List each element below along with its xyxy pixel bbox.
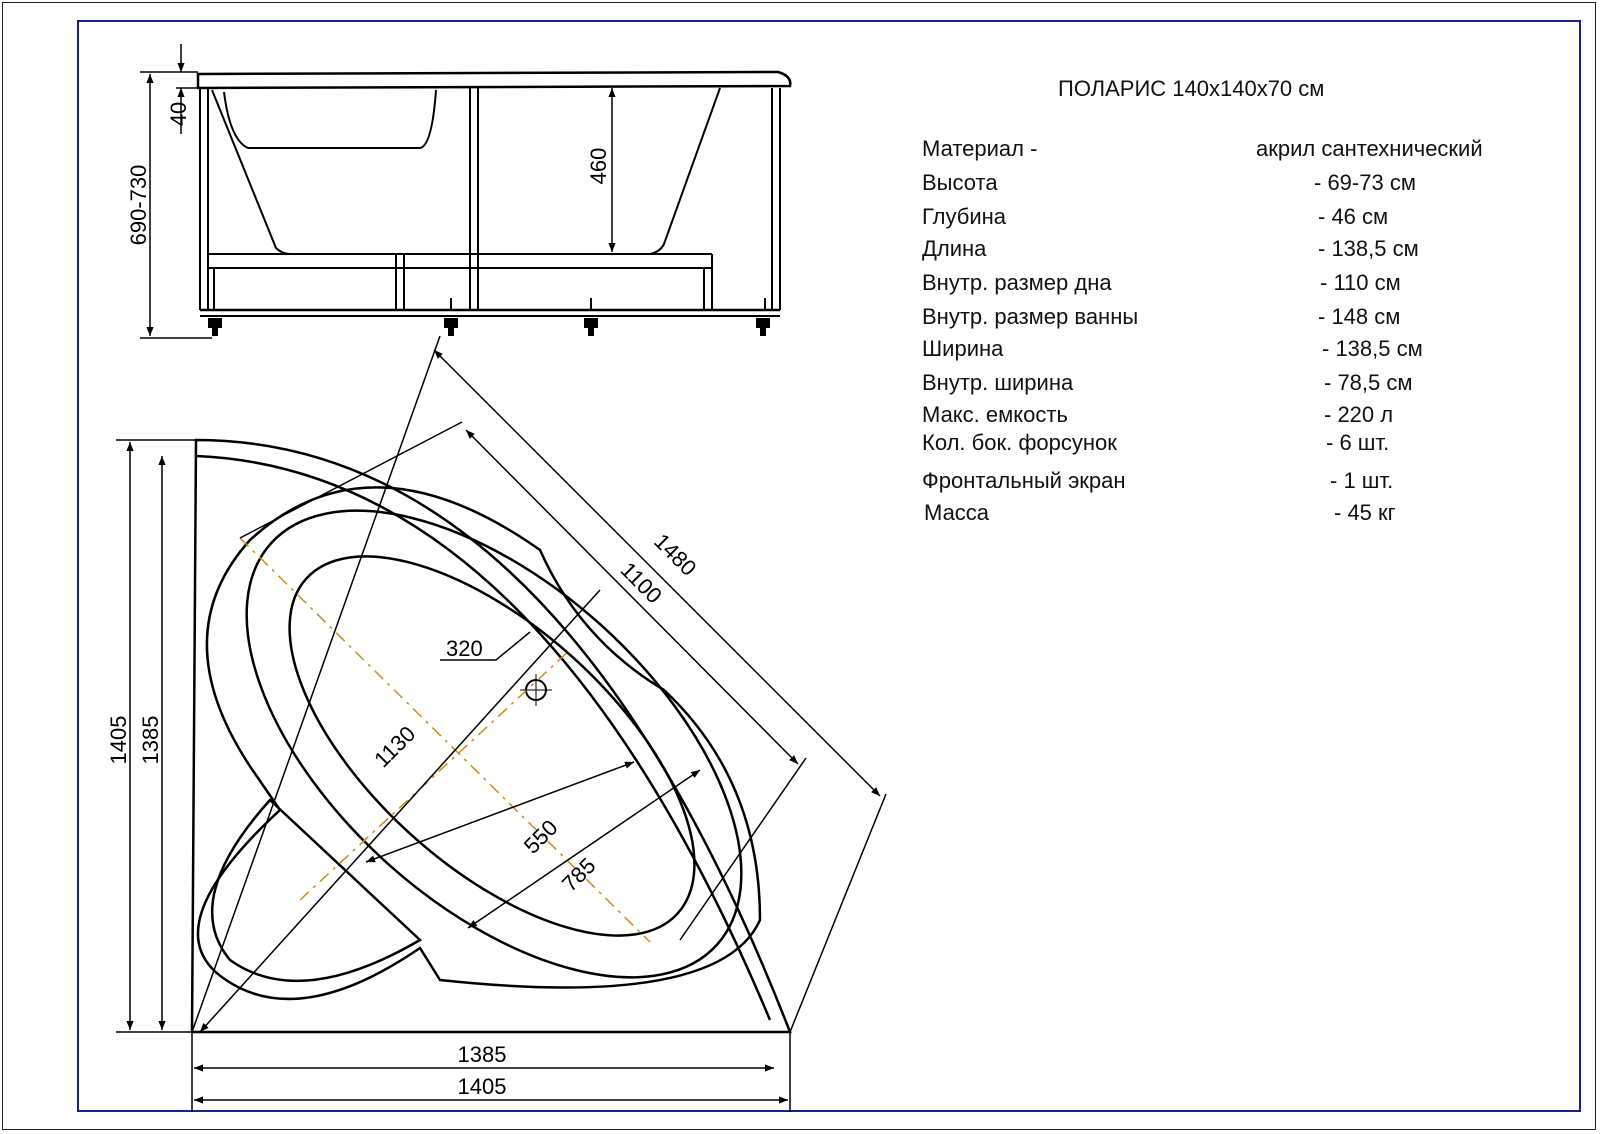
spec-value: - 45 кг [1334,500,1396,525]
spec-value: - 1 шт. [1330,468,1394,493]
dim-diagonal-inner: 1100 [616,557,667,608]
spec-label: Масса [924,500,990,525]
spec-value: - 69-73 см [1314,170,1416,195]
plan-outer-contour [190,438,792,1034]
side-view [196,70,792,317]
spec-label: Внутр. ширина [922,370,1074,395]
spec-value: - 220 л [1324,402,1394,427]
side-view-dimensions [140,44,616,339]
spec-value: - 138,5 см [1322,336,1423,361]
bath-feet [208,318,770,336]
spec-label: Высота [922,170,998,195]
spec-label: Ширина [922,336,1004,361]
spec-label: Внутр. размер ванны [922,304,1139,329]
spec-value: - 46 см [1318,204,1389,229]
product-title: ПОЛАРИС 140х140х70 см [1058,76,1325,101]
spec-value: - 110 см [1320,270,1401,295]
dim-side-outer-vertical: 1405 [106,716,131,765]
spec-label: Внутр. размер дна [922,270,1112,295]
dim-inner-depth: 460 [586,148,611,185]
plan-dimensions [116,335,887,1112]
spec-label: Материал - [922,136,1038,161]
dim-inner-width: 785 [557,853,601,897]
dim-bowl-width: 550 [519,815,563,859]
spec-label: Кол. бок. форсунок [922,430,1117,455]
dim-side-outer-horizontal: 1405 [458,1074,507,1099]
spec-label: Фронтальный экран [922,468,1126,493]
spec-label: Глубина [922,204,1007,229]
dim-side-inner-horizontal: 1385 [458,1042,507,1067]
drawing-frame [77,20,1581,1112]
dim-total-height: 690-730 [126,165,151,246]
spec-value: - 6 шт. [1326,430,1390,455]
spec-value: - 78,5 см [1324,370,1413,395]
spec-value: - 138,5 см [1318,236,1419,261]
spec-label: Длина [922,236,987,261]
spec-label: Макс. емкость [922,402,1068,427]
bowl-profile-left [211,89,478,255]
spec-value: - 148 см [1318,304,1401,329]
plan-view [190,438,792,1034]
spec-value: акрил сантехнический [1256,136,1483,161]
plan-centerlines [520,674,552,706]
dim-drain-offset: 320 [446,636,483,661]
dim-bowl-length: 1130 [369,721,420,772]
dim-rim-thickness: 40 [166,102,191,126]
bath-rim [196,70,792,90]
dim-side-inner-vertical: 1385 [138,716,163,765]
